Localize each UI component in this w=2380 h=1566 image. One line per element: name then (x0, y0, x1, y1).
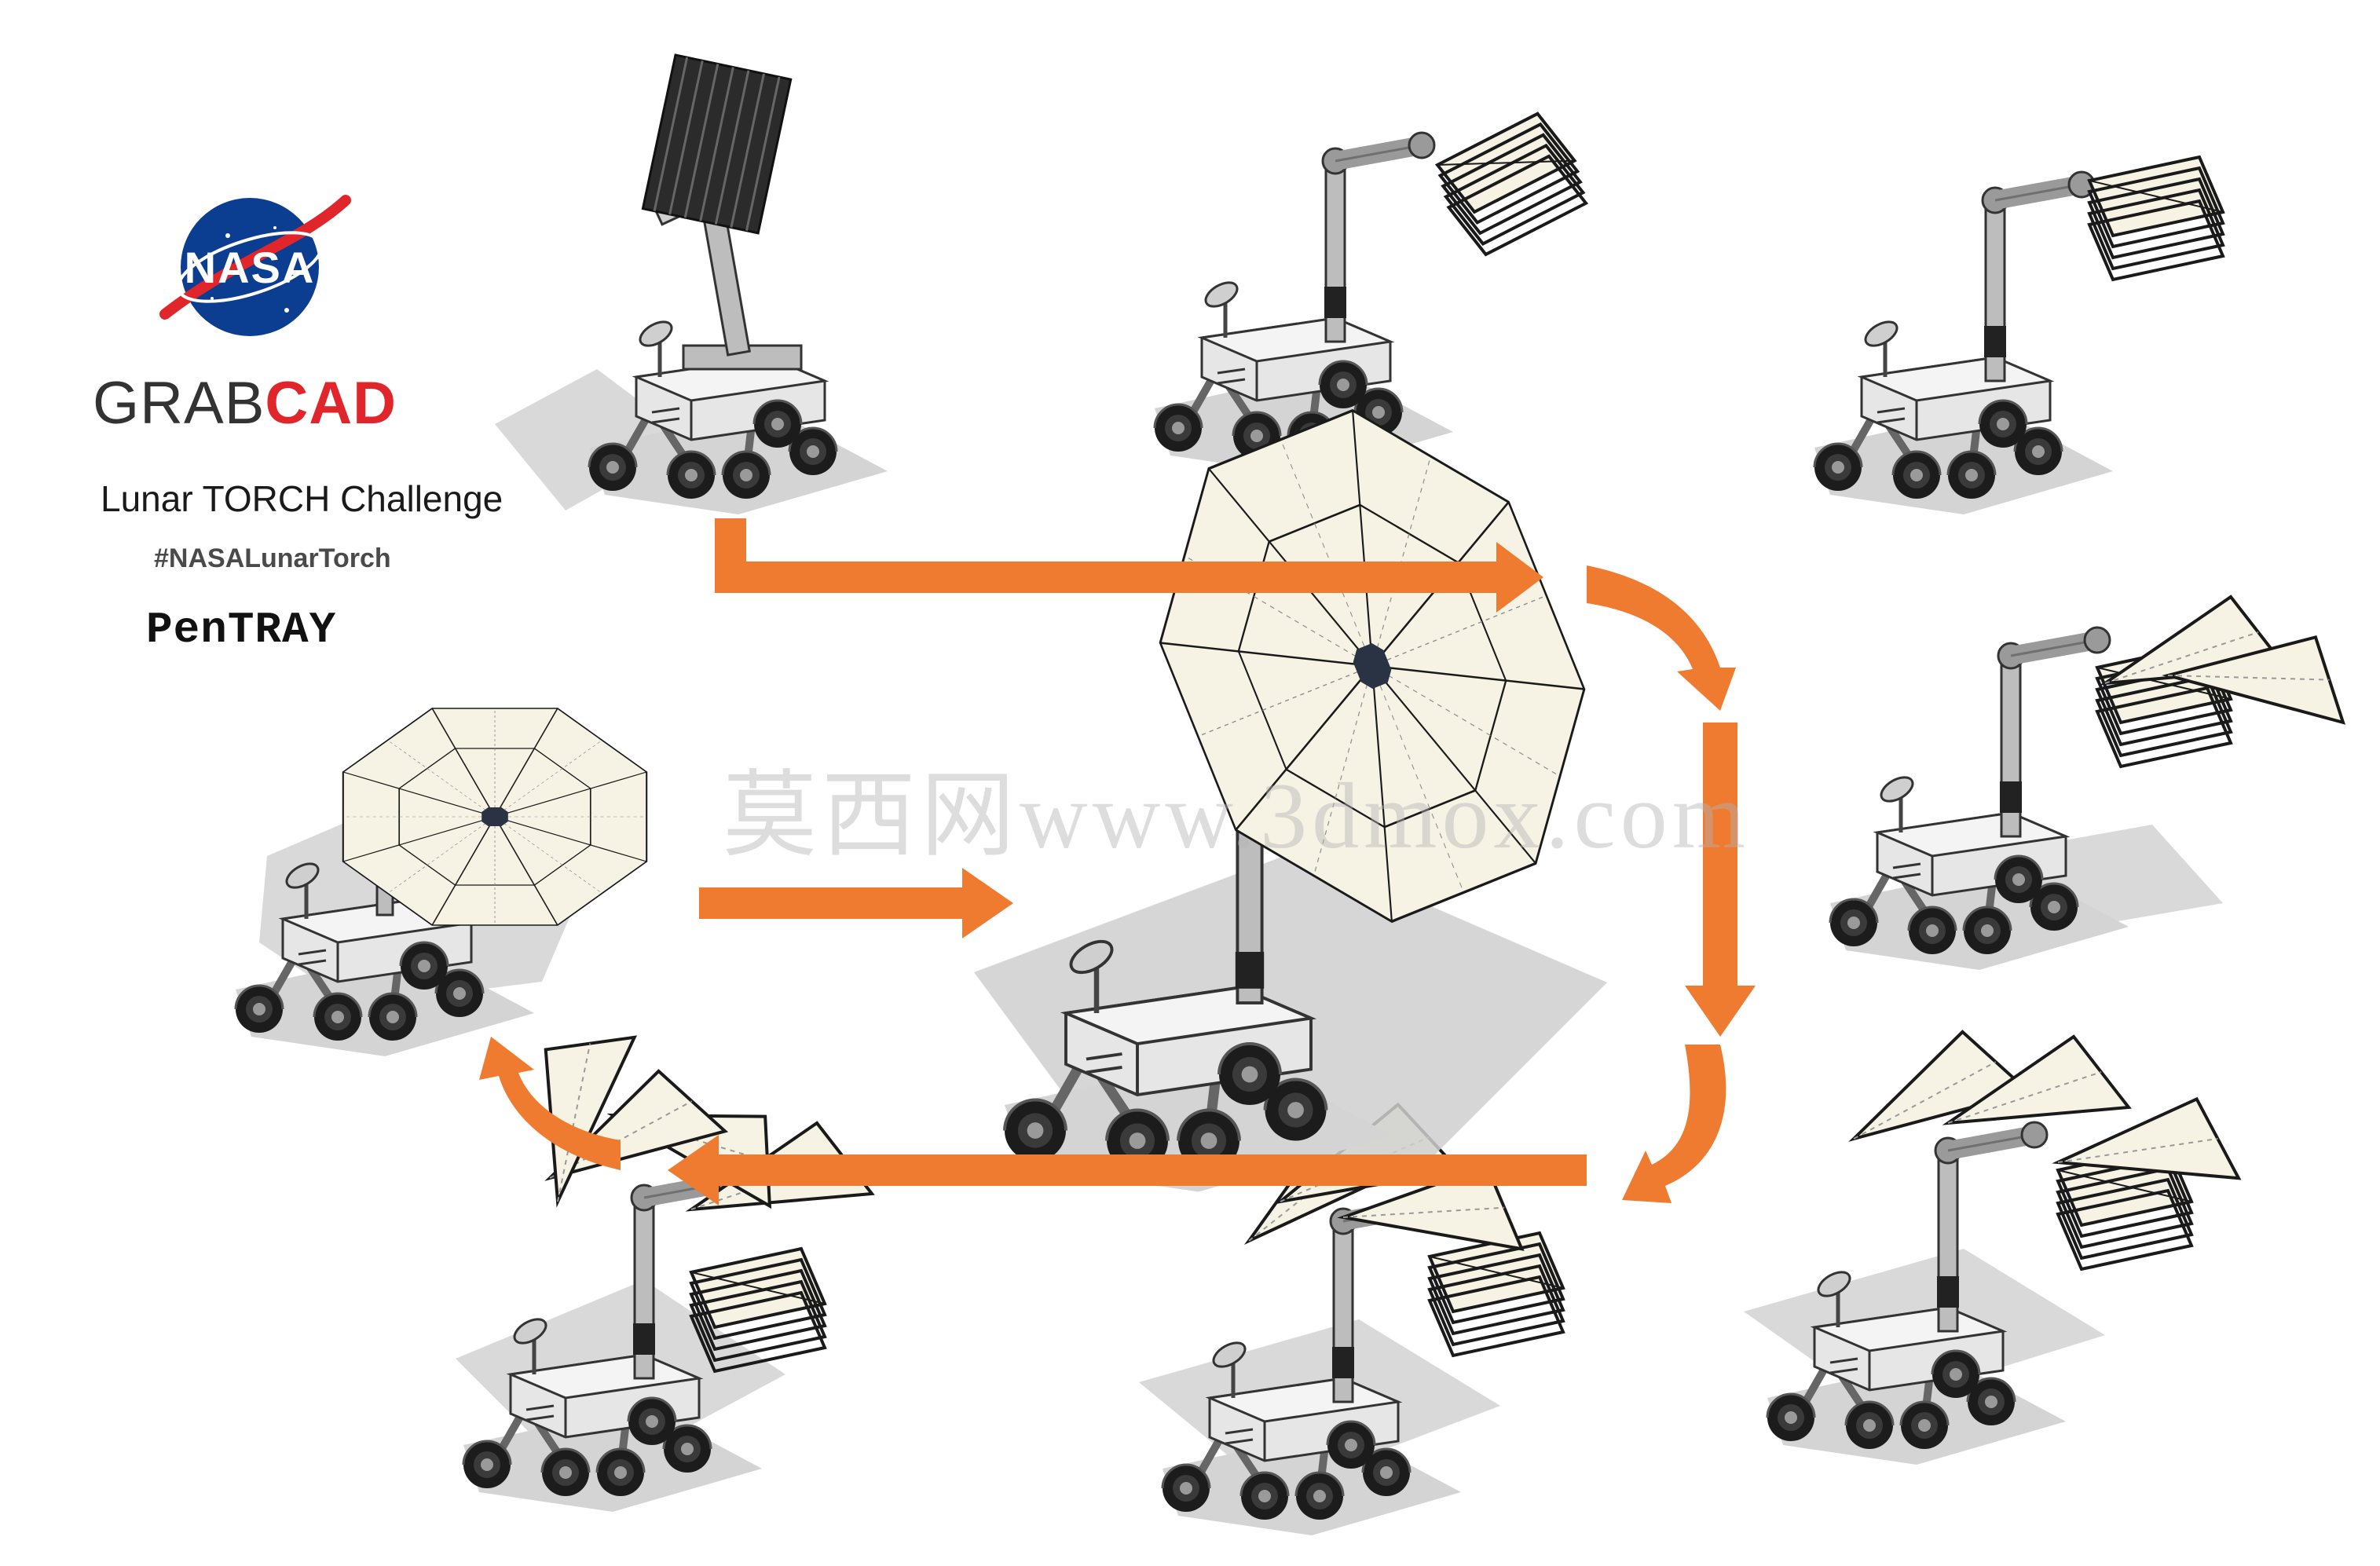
rover-stage-1-stowed (495, 53, 888, 514)
rover-stage-8-fully-deployed-horizontal (236, 708, 646, 1056)
challenge-title: Lunar TORCH Challenge (101, 478, 503, 519)
arrow-bottom-horizontal (715, 1154, 1587, 1186)
arrow-curve-bottom-right (1622, 1045, 1726, 1203)
watermark: 莫西网www.3dmox.com (723, 763, 1751, 868)
rover-stage-3-arm-extended (1814, 156, 2224, 514)
arrow-curve-bottom-left (479, 1037, 621, 1170)
rover-stage-9-fully-deployed-tilted (974, 369, 1638, 1191)
arrow-right-vertical (1703, 723, 1737, 990)
rover-stage-7-most-panels-open (456, 1000, 873, 1512)
arrow-top-horizontal (715, 562, 1500, 593)
flow-arrows (479, 518, 1756, 1206)
hashtag: #NASALunarTorch (154, 543, 391, 573)
rover-stage-2-arm-raised (1155, 106, 1594, 475)
grabcad-suffix: CAD (265, 370, 397, 437)
project-name: PenTRAY (146, 605, 337, 655)
rover-stage-4-first-panel-open (1830, 592, 2369, 970)
nasa-logo-text: NASA (185, 243, 316, 292)
arrow-middle-head (962, 868, 1013, 939)
arrow-top-head (1496, 542, 1543, 613)
nasa-logo: NASA (159, 195, 351, 336)
rover-stage-5-two-panels-open (1744, 1020, 2253, 1465)
arrow-middle-horizontal (699, 887, 966, 919)
grabcad-prefix: GRAB (93, 370, 265, 437)
arrow-right-head (1685, 986, 1756, 1037)
grabcad-logo: GRABCAD (93, 369, 397, 437)
arrow-curve-top-right (1587, 565, 1736, 711)
arrow-bottom-head (668, 1135, 719, 1206)
rover-stage-6-three-panels-open (1139, 1096, 1565, 1535)
